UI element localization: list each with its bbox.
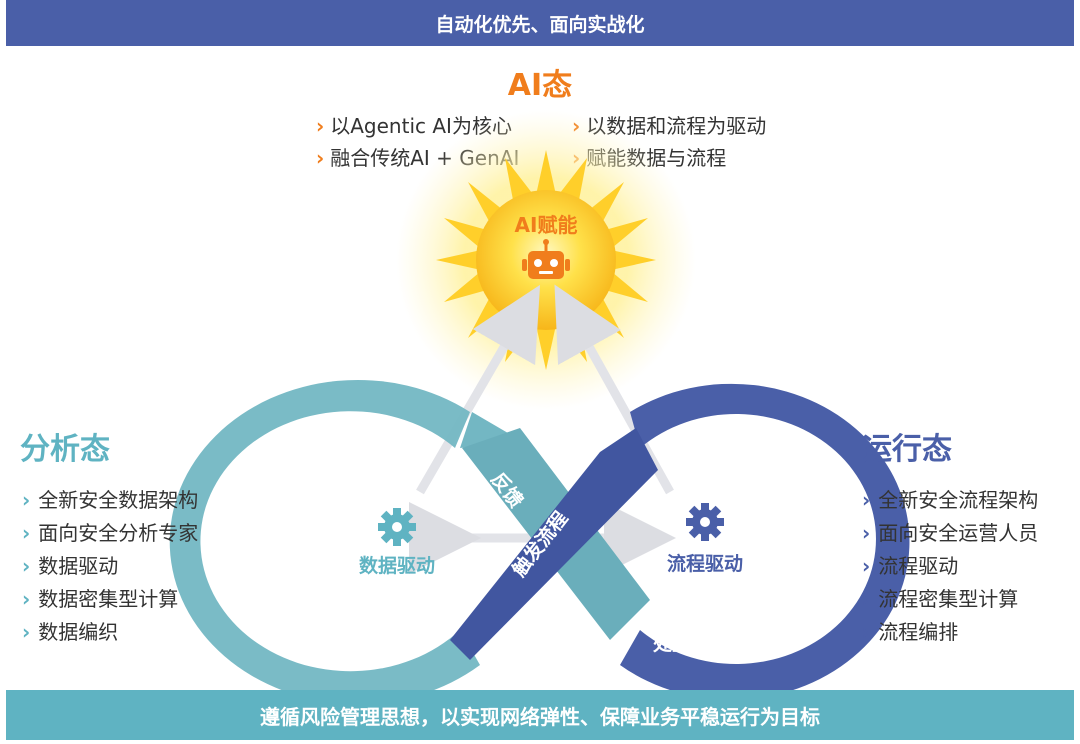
list-item: ›面向安全运营人员 (862, 521, 1039, 545)
segment-human-machine: 人机协作 (797, 515, 839, 594)
top-banner-text: 自动化优先、面向实战化 (435, 13, 645, 36)
chevron-right-icon: › (22, 554, 31, 578)
list-item: ›流程密集型计算 (862, 587, 1019, 611)
gear-icon (686, 503, 724, 541)
list-item: ›数据驱动 (22, 554, 119, 578)
data-driven-label: 数据驱动 (359, 554, 435, 577)
robot-icon (522, 239, 570, 279)
list-item: ›流程驱动 (862, 554, 959, 578)
process-driven-label: 流程驱动 (667, 552, 743, 575)
list-item: ›数据密集型计算 (22, 587, 179, 611)
segment-integration: 集成 (365, 420, 404, 443)
list-item: ›流程编排 (862, 620, 959, 644)
chevron-right-icon: › (316, 114, 325, 138)
chevron-right-icon: › (22, 587, 31, 611)
bottom-banner-text: 遵循风险管理思想，以实现网络弹性、保障业务平稳运行为目标 (260, 704, 820, 729)
segment-investigation: 调查 (718, 425, 757, 448)
chevron-right-icon: › (862, 488, 871, 512)
chevron-right-icon: › (862, 620, 871, 644)
list-item: ›全新安全数据架构 (22, 488, 199, 512)
chevron-right-icon: › (22, 521, 31, 545)
segment-judgement: 研判 (361, 634, 399, 656)
list-item: ›数据编织 (22, 620, 119, 644)
runtime-state-list: ›全新安全流程架构 ›面向安全运营人员 ›流程驱动 ›流程密集型计算 ›流程编排 (862, 484, 1038, 649)
chevron-right-icon: › (862, 554, 871, 578)
segment-dividers (298, 450, 787, 617)
chevron-right-icon: › (862, 587, 871, 611)
list-item: ›全新安全流程架构 (862, 488, 1039, 512)
trigger-band (450, 428, 658, 660)
sun-label: AI赋能 (515, 213, 578, 237)
analysis-state-list: ›全新安全数据架构 ›面向安全分析专家 ›数据驱动 ›数据密集型计算 ›数据编织 (22, 484, 198, 649)
right-loop (620, 383, 910, 700)
ai-state-title: AI态 (507, 68, 573, 103)
runtime-state-title: 运行态 (862, 432, 952, 467)
chevron-right-icon: › (316, 146, 325, 170)
top-banner: 自动化优先、面向实战化 (6, 0, 1074, 46)
gear-icon (378, 508, 416, 546)
bottom-banner: 遵循风险管理思想，以实现网络弹性、保障业务平稳运行为目标 (6, 690, 1074, 740)
chevron-right-icon: › (22, 620, 31, 644)
analysis-state-title: 分析态 (20, 432, 110, 467)
chevron-right-icon: › (862, 521, 871, 545)
list-item: ›面向安全分析专家 (22, 521, 199, 545)
chevron-right-icon: › (22, 488, 31, 512)
segment-analysis: 分析 (273, 516, 308, 560)
segment-response: 处置 (652, 632, 691, 655)
